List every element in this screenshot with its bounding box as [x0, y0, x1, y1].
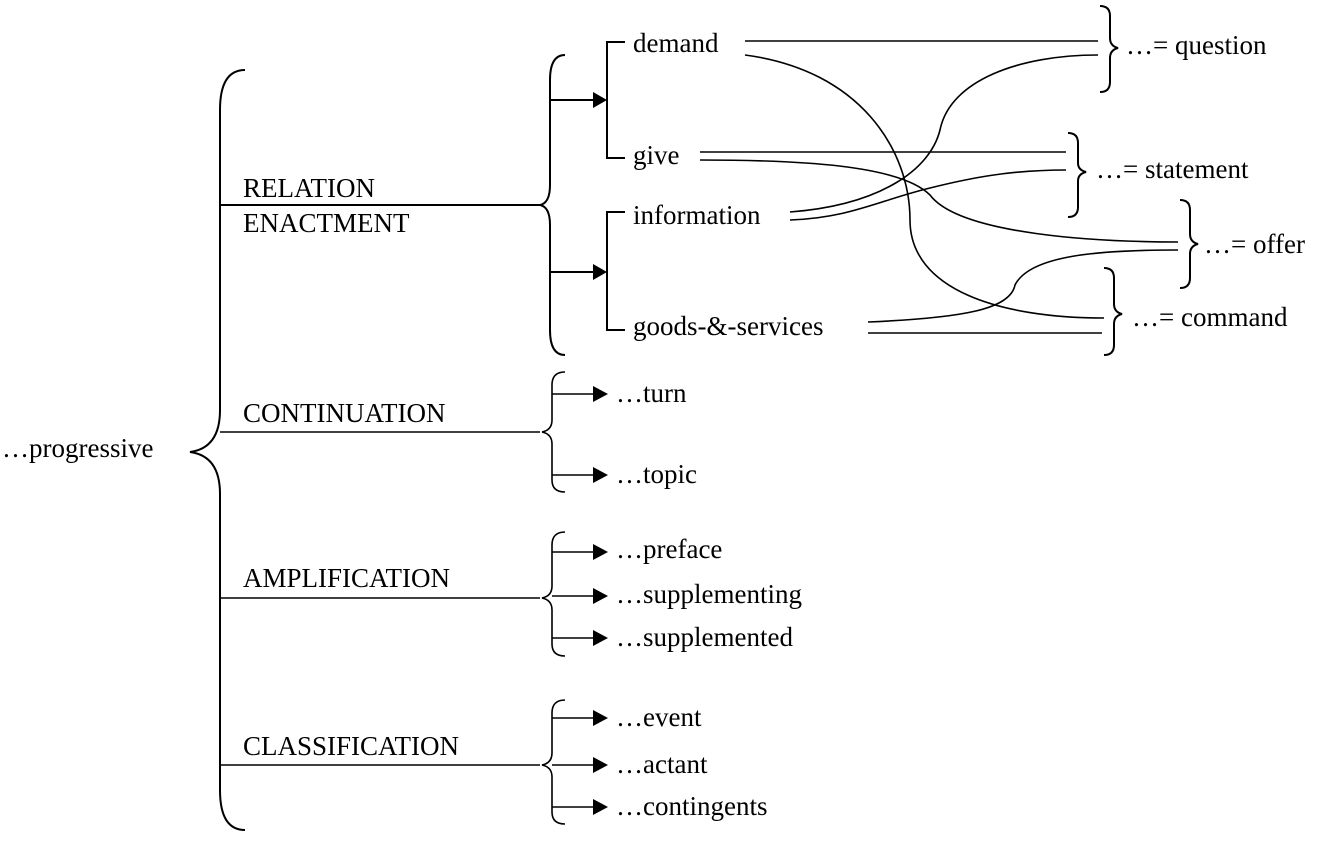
- relation-brace: [539, 54, 566, 356]
- classification-item-contingents: …contingents: [616, 791, 768, 821]
- speech-function-question: …= question: [1126, 30, 1267, 60]
- role-bracket: [606, 41, 625, 159]
- category-relation-line2: ENACTMENT: [243, 208, 410, 238]
- arrow: [593, 264, 607, 280]
- arrow: [593, 92, 607, 108]
- speech-function-offer: …= offer: [1204, 229, 1305, 259]
- question-brace: [1099, 5, 1119, 93]
- continuation-brace: [541, 371, 566, 493]
- root-brace: [189, 69, 246, 831]
- category-amplification: AMPLIFICATION: [243, 563, 451, 593]
- role-demand: demand: [633, 28, 719, 58]
- information-to-question: [789, 54, 1099, 213]
- arrow: [593, 630, 608, 646]
- continuation-item-topic: …topic: [616, 459, 697, 489]
- amplification-item-supplemented: …supplemented: [616, 622, 793, 652]
- demand-to-command: [744, 54, 1105, 319]
- information-to-statement: [789, 169, 1067, 221]
- give-to-offer: [699, 159, 1179, 243]
- amplification-item-supplementing: …supplementing: [616, 579, 802, 609]
- offer-brace: [1179, 199, 1199, 289]
- classification-item-event: …event: [616, 702, 702, 732]
- goods-to-offer: [867, 249, 1179, 323]
- amplification-brace: [541, 531, 566, 657]
- amplification-item-preface: …preface: [616, 534, 723, 564]
- command-brace: [1103, 267, 1123, 356]
- arrow: [593, 757, 608, 773]
- category-continuation: CONTINUATION: [243, 398, 446, 428]
- commodity-goods-services: goods-&-services: [633, 311, 824, 341]
- commodity-bracket: [606, 211, 625, 331]
- continuation-item-turn: …turn: [616, 378, 687, 408]
- classification-brace: [541, 699, 566, 825]
- arrow: [593, 710, 608, 726]
- speech-function-statement: …= statement: [1096, 154, 1249, 184]
- arrow: [593, 799, 608, 815]
- category-relation-line1: RELATION: [243, 173, 375, 203]
- statement-brace: [1067, 132, 1087, 218]
- role-give: give: [633, 140, 680, 170]
- arrow: [593, 588, 608, 604]
- category-classification: CLASSIFICATION: [243, 731, 460, 761]
- speech-function-command: …= command: [1132, 302, 1288, 332]
- classification-item-actant: …actant: [616, 749, 708, 779]
- root-label: …progressive: [2, 433, 154, 463]
- arrow: [593, 544, 608, 560]
- arrow: [593, 386, 608, 402]
- commodity-information: information: [633, 200, 761, 230]
- arrow: [593, 467, 608, 483]
